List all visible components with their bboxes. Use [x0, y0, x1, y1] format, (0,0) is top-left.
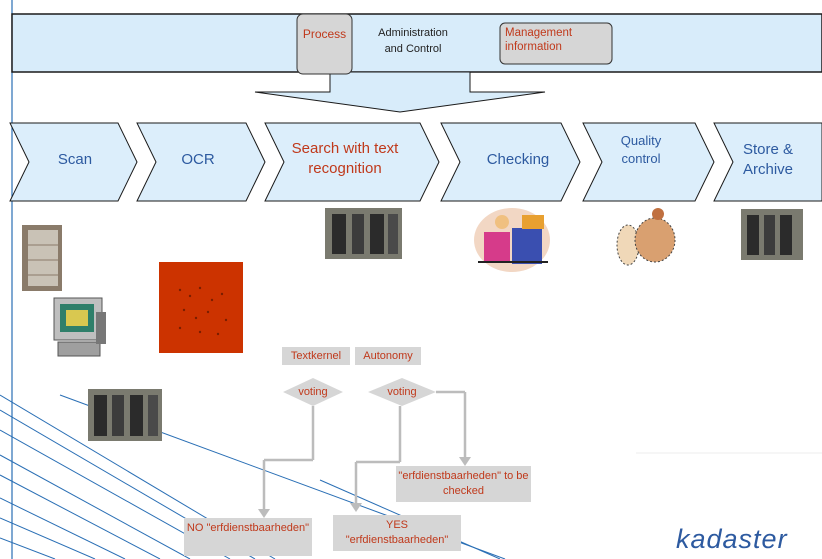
process-box	[296, 13, 353, 75]
chevron-store	[713, 122, 822, 202]
step-store-label: Store & Archive	[742, 141, 794, 178]
process-label[interactable]: Process	[302, 27, 347, 41]
flow-connectors	[262, 390, 467, 510]
server-room-image-2	[741, 209, 803, 260]
to-be-checked-label: "erfdienstbaarheden" to be checked	[398, 470, 529, 497]
computer-image	[53, 297, 106, 357]
scanner-cabinet-image	[22, 225, 62, 291]
checking-person-clipart	[474, 208, 550, 272]
down-arrow	[254, 71, 546, 113]
kadaster-logo-text: kadaster	[676, 524, 788, 554]
server-room-image-1	[325, 208, 402, 259]
autonomy-label: Autonomy	[355, 347, 421, 365]
chevron-scan	[9, 122, 138, 202]
flow-arrowheads	[258, 457, 471, 518]
management-info-label[interactable]: Management information	[505, 27, 573, 53]
step-scan-label: Scan	[57, 151, 93, 168]
voting-diamond-2	[368, 378, 436, 406]
ocr-document-image	[159, 262, 243, 353]
chevron-search	[264, 122, 440, 202]
server-room-image-3	[88, 389, 162, 441]
management-box	[499, 22, 613, 65]
to-be-checked-box	[396, 466, 531, 502]
quality-control-clipart	[616, 208, 676, 266]
ocr-dots	[178, 286, 228, 336]
voting-label-1: voting	[298, 386, 328, 398]
chevron-ocr	[136, 122, 266, 202]
top-band	[11, 13, 822, 73]
voting-label-2: voting	[387, 386, 417, 398]
pipeline-chevrons	[9, 122, 822, 202]
chevron-quality	[582, 122, 715, 202]
step-ocr-label: OCR	[181, 151, 215, 168]
yes-box	[333, 515, 461, 551]
voting-diamond-1	[283, 378, 343, 406]
no-label: NO "erfdienstbaarheden"	[186, 522, 310, 534]
yes-label: YES "erfdienstbaarheden"	[345, 519, 449, 546]
step-search-label: Search with text recognition	[291, 140, 399, 177]
chevron-checking	[440, 122, 581, 202]
step-checking-label: Checking	[486, 151, 550, 168]
admin-control-label: Administration and Control	[378, 27, 448, 55]
no-box	[184, 518, 312, 556]
textkernel-label: Textkernel	[282, 347, 350, 365]
step-quality-label: Quality control	[620, 133, 662, 166]
